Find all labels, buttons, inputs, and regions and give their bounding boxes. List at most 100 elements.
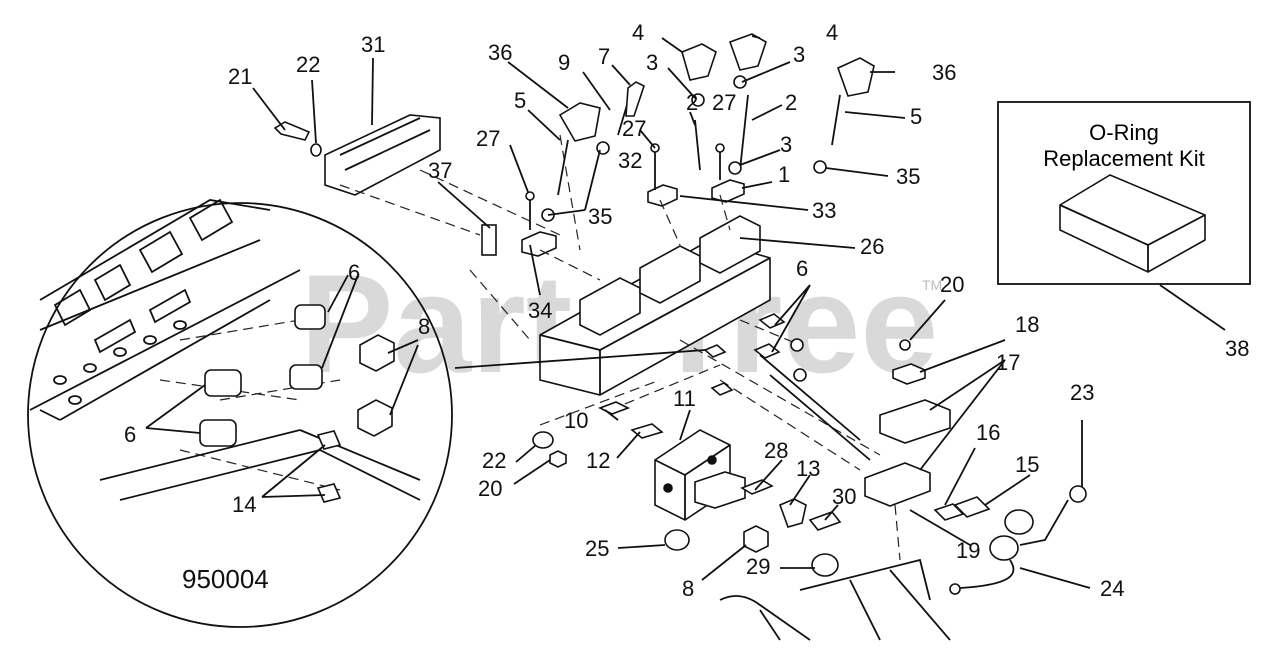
valve-bank-assembly: [324, 114, 881, 471]
lever-part-5-right: [831, 94, 841, 146]
tee-part-13: [778, 498, 807, 528]
callout-3-a: 3: [646, 50, 658, 75]
handle-part-4-right: [728, 33, 767, 71]
callout-29: 29: [746, 554, 770, 579]
detail-circle: [27, 202, 453, 628]
washer-part-22: [532, 431, 554, 449]
callout-36-right: 36: [932, 60, 956, 85]
callout-6-detail-top: 6: [348, 260, 360, 285]
bolt-part-21: [273, 121, 322, 157]
detail-code: 950004: [182, 564, 269, 594]
rod-part-2: [694, 94, 749, 171]
callout-25: 25: [585, 536, 609, 561]
callout-4-right: 4: [826, 20, 838, 45]
kit-package-icon: [1059, 174, 1206, 273]
callout-5-right: 5: [910, 104, 922, 129]
clamp-part-17-top: [879, 399, 951, 444]
callout-35-right: 35: [896, 164, 920, 189]
callout-5-left: 5: [514, 88, 526, 113]
callout-14: 14: [232, 492, 256, 517]
lever-parts: [525, 33, 875, 230]
link-part-32: [647, 184, 678, 207]
callout-3-b: 3: [793, 42, 805, 67]
callout-26: 26: [860, 234, 884, 259]
tube-part-14: [316, 430, 342, 503]
handle-part-36-right: [836, 57, 875, 97]
callout-37: 37: [428, 158, 452, 183]
fitting-part-6: [199, 304, 326, 447]
spacer-part-37: [481, 224, 497, 256]
nut-part-3-b: [733, 75, 747, 89]
callout-20-right: 20: [940, 272, 964, 297]
nut-part-3-c: [728, 161, 742, 175]
washer-part-22-top: [310, 143, 322, 157]
handle-part-4-left: [681, 43, 717, 81]
callout-38: 38: [1225, 336, 1249, 361]
callout-2-left: 2: [686, 90, 698, 115]
callout-20: 20: [478, 476, 502, 501]
trademark-mark: TM: [922, 277, 942, 293]
callout-16: 16: [976, 420, 1000, 445]
link-part-1: [711, 179, 745, 203]
leader-lines: [145, 35, 1091, 589]
callout-7: 7: [598, 44, 610, 69]
cap-part-8: [357, 334, 395, 437]
cap-part-24: [989, 535, 1019, 561]
callout-9: 9: [558, 50, 570, 75]
callout-22: 22: [482, 448, 506, 473]
callouts: 21 22 31 37 36 5 9 7 4 3 4 3 36 2 27 2 5…: [124, 20, 1124, 601]
right-side-parts: [719, 339, 1087, 641]
solenoid-part: [694, 471, 746, 509]
callout-18: 18: [1015, 312, 1039, 337]
bolt-part-20: [899, 339, 911, 351]
callout-6-detail-bottom: 6: [124, 422, 136, 447]
knob-part-7: [625, 81, 645, 117]
callout-6-main: 6: [796, 256, 808, 281]
callout-8-detail: 8: [418, 314, 430, 339]
kit-title-line2: Replacement Kit: [1043, 146, 1204, 171]
fitting-part-12: [630, 423, 664, 439]
callout-21: 21: [228, 64, 252, 89]
kit-title-line1: O-Ring: [1089, 120, 1159, 145]
callout-28: 28: [764, 438, 788, 463]
callout-12: 12: [586, 448, 610, 473]
callout-23: 23: [1070, 380, 1094, 405]
callout-30: 30: [832, 484, 856, 509]
kit-frame: [997, 101, 1251, 285]
elbow-part-25: [664, 529, 690, 551]
clamp-part-17-bottom: [864, 462, 931, 507]
callout-31: 31: [361, 32, 385, 57]
callout-27-c: 27: [476, 126, 500, 151]
nut-part-20: [549, 450, 567, 468]
plate-part-18: [892, 363, 926, 385]
nut-part-35-c: [813, 160, 827, 174]
callout-13: 13: [796, 456, 820, 481]
callout-2-right: 2: [785, 90, 797, 115]
callout-33: 33: [812, 198, 836, 223]
callout-36-left: 36: [488, 40, 512, 65]
plug-part-8: [743, 525, 769, 553]
callout-17: 17: [996, 350, 1020, 375]
detail-view: [27, 198, 453, 628]
callout-19: 19: [956, 538, 980, 563]
callout-15: 15: [1015, 452, 1039, 477]
fitting-part-30: [808, 511, 842, 531]
cap-part-29: [811, 553, 839, 577]
callout-8-main: 8: [682, 576, 694, 601]
bracket-part-31: [324, 114, 441, 196]
callout-24: 24: [1100, 576, 1124, 601]
callout-35-left: 35: [588, 204, 612, 229]
callout-10: 10: [564, 408, 588, 433]
fitting-part-10: [598, 401, 630, 415]
kit-box: O-Ring Replacement Kit 38: [997, 101, 1251, 361]
handle-part-36-left: [558, 102, 601, 142]
callout-27-b: 27: [622, 116, 646, 141]
callout-32: 32: [618, 148, 642, 173]
callout-1: 1: [778, 162, 790, 187]
callout-27-a: 27: [712, 90, 736, 115]
callout-4-left: 4: [632, 20, 644, 45]
callout-22-top: 22: [296, 52, 320, 77]
hose-part-23: [1019, 420, 1083, 546]
callout-11: 11: [673, 386, 696, 411]
